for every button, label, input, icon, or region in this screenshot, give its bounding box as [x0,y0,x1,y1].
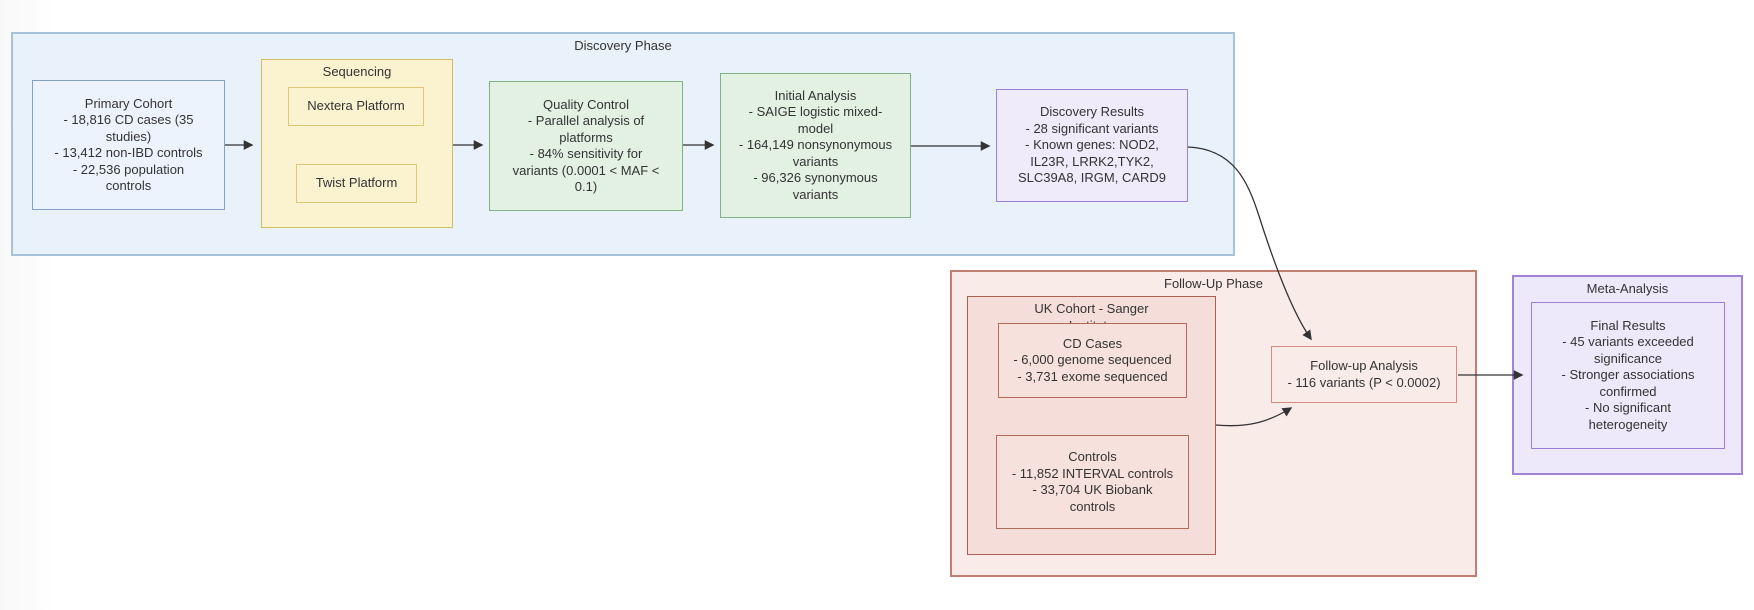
initial-analysis-node: Initial Analysis - SAIGE logistic mixed-… [720,73,911,218]
final-results-node: Final Results - 45 variants exceeded sig… [1531,302,1725,449]
quality-control-label: Quality Control - Parallel analysis of p… [512,96,660,195]
final-results-label: Final Results - 45 variants exceeded sig… [1561,317,1695,432]
uk-cohort-title: UK Cohort - Sanger Institute [1034,301,1149,333]
followup-analysis-label: Follow-up Analysis - 116 variants (P < 0… [1287,358,1441,390]
initial-analysis-label: Initial Analysis - SAIGE logistic mixed-… [738,87,893,202]
followup-analysis-node: Follow-up Analysis - 116 variants (P < 0… [1271,346,1457,403]
cd-cases-label: CD Cases - 6,000 genome sequenced - 3,73… [1013,335,1172,384]
twist-platform-node: Twist Platform [296,164,417,203]
discovery-results-node: Discovery Results - 28 significant varia… [996,89,1188,202]
nextera-platform-label: Nextera Platform [307,98,405,114]
followup-phase-title: Follow-Up Phase [1164,276,1263,291]
controls-node: Controls - 11,852 INTERVAL controls - 33… [996,435,1189,529]
cd-cases-node: CD Cases - 6,000 genome sequenced - 3,73… [998,323,1187,398]
nextera-platform-node: Nextera Platform [288,87,424,126]
sequencing-title: Sequencing [322,64,392,79]
meta-analysis-title: Meta-Analysis [1586,281,1669,296]
primary-cohort-label: Primary Cohort - 18,816 CD cases (35 stu… [54,95,203,194]
discovery-results-label: Discovery Results - 28 significant varia… [1017,104,1167,186]
discovery-phase-title: Discovery Phase [574,38,672,53]
controls-label: Controls - 11,852 INTERVAL controls - 33… [1011,449,1174,514]
primary-cohort-node: Primary Cohort - 18,816 CD cases (35 stu… [32,80,225,210]
quality-control-node: Quality Control - Parallel analysis of p… [489,81,683,211]
twist-platform-label: Twist Platform [315,175,398,191]
